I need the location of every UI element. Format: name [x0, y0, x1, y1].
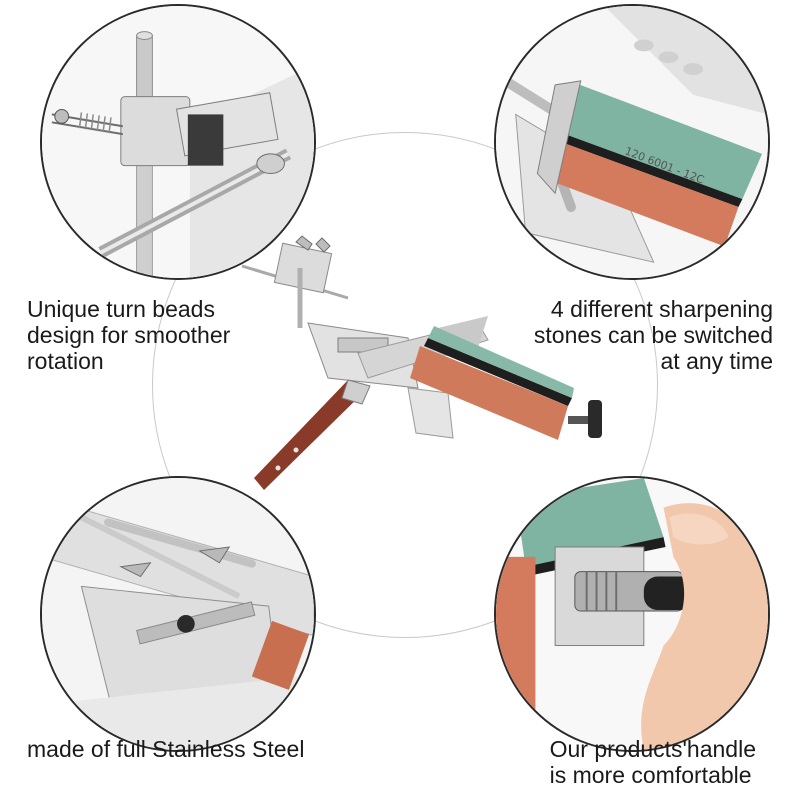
turn-bead-illustration	[42, 6, 314, 278]
caption-line: is more comfortable	[549, 762, 752, 788]
center-ring	[152, 132, 658, 638]
detail-stones-photo: 120 6001 - 12C	[494, 4, 770, 280]
feature-caption-stainless: made of full Stainless Steel	[27, 736, 304, 762]
caption-line: design for smoother	[27, 322, 231, 348]
feature-caption-handle: Our products'handle is more comfortable	[550, 736, 756, 788]
feature-caption-stones: 4 different sharpening stones can be swi…	[534, 296, 773, 374]
feature-caption-turn-beads: Unique turn beads design for smoother ro…	[27, 296, 230, 374]
caption-line: stones can be switched	[533, 322, 773, 348]
detail-handle-photo	[494, 476, 770, 752]
caption-line: 4 different sharpening	[550, 296, 773, 322]
sharpener-illustration	[241, 235, 602, 490]
detail-stainless-photo	[40, 476, 316, 752]
detail-turn-bead-photo	[40, 4, 316, 280]
caption-line: made of full Stainless Steel	[27, 736, 305, 762]
handle-illustration	[496, 478, 768, 750]
caption-line: at any time	[660, 348, 774, 374]
stainless-illustration	[42, 478, 314, 750]
caption-line: Our products'handle	[549, 736, 756, 762]
product-sharpener-photo	[238, 228, 608, 498]
caption-line: rotation	[27, 348, 104, 374]
caption-line: Unique turn beads	[27, 296, 215, 322]
